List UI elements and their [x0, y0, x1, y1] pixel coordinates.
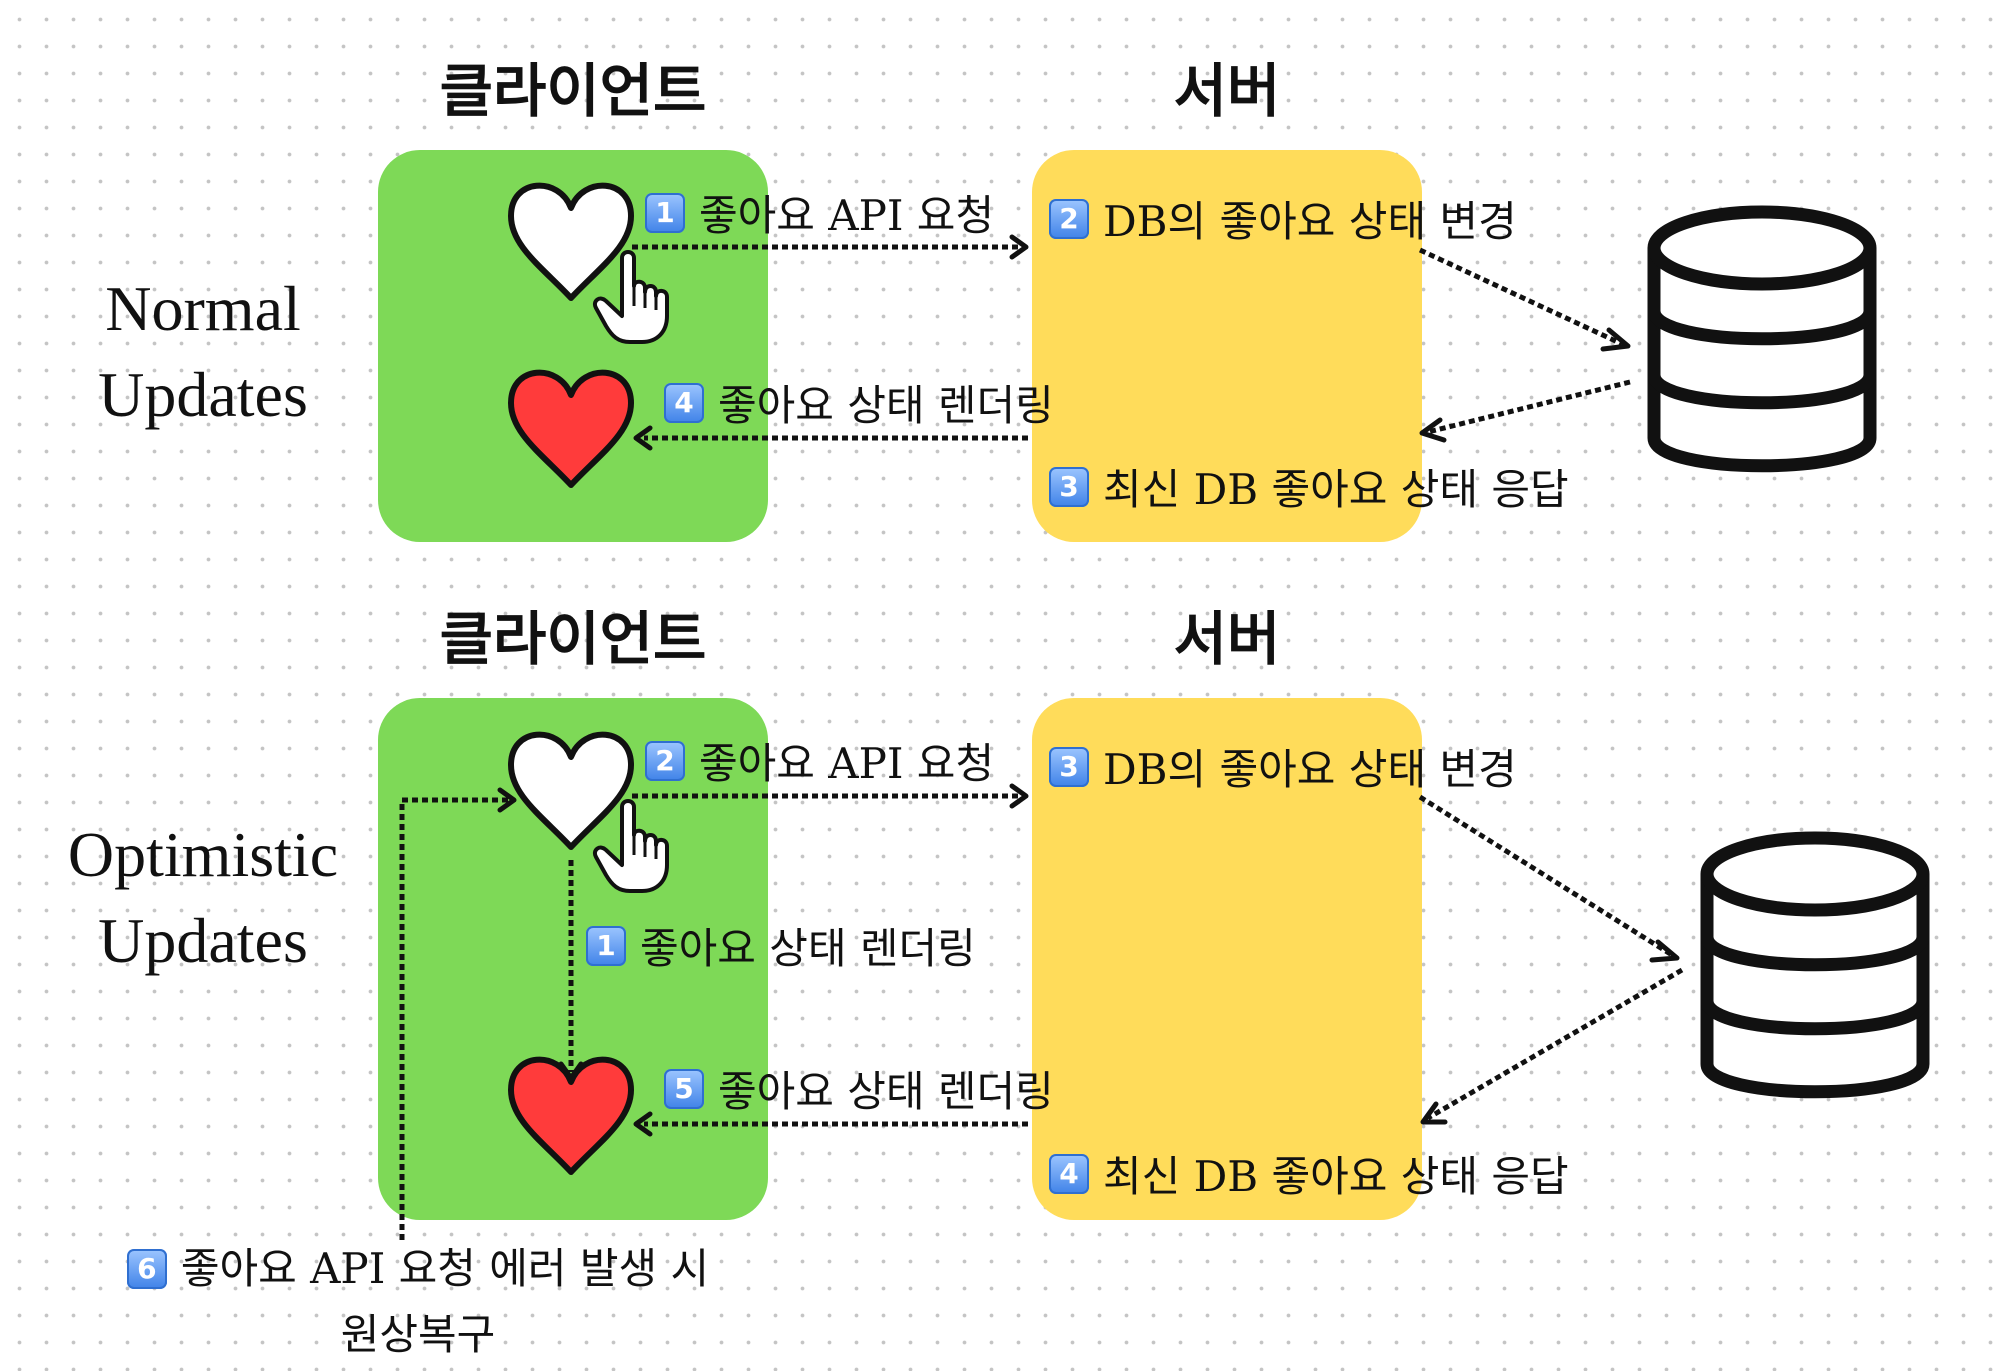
- client-column-title-2: 클라이언트: [439, 605, 707, 673]
- normal-arrowheads: [633, 234, 1631, 451]
- step-text: 좋아요 상태 렌더링: [640, 924, 976, 973]
- step-number-badge: 4: [664, 382, 704, 423]
- normal-title-line1: Normal: [105, 273, 301, 344]
- step-text: DB의 좋아요 상태 변경: [1103, 745, 1517, 794]
- normal-step-2: 2 DB의 좋아요 상태 변경: [1049, 188, 1517, 249]
- optimistic-arrows: [399, 793, 1684, 1240]
- step-number-badge: 2: [645, 740, 685, 781]
- heart-filled-icon: [511, 373, 631, 485]
- normal-updates-title: Normal Updates: [98, 266, 308, 438]
- heart-outline-icon: [511, 735, 631, 847]
- optimistic-step-2: 2 좋아요 API 요청: [645, 730, 994, 791]
- step-number-badge: 1: [586, 925, 626, 966]
- optimistic-step-1: 1 좋아요 상태 렌더링: [586, 915, 976, 976]
- server-column-title: 서버: [1173, 57, 1281, 125]
- step-number-badge: 5: [664, 1068, 704, 1109]
- heart-filled-icon: [511, 1060, 631, 1172]
- server-box-normal: [1032, 150, 1422, 542]
- step-text: 좋아요 API 요청: [699, 739, 995, 788]
- step-number-badge: 3: [1049, 746, 1089, 787]
- step-text: 좋아요 상태 렌더링: [718, 1067, 1054, 1116]
- step-text: 좋아요 API 요청: [699, 191, 995, 240]
- server-box-optimistic: [1032, 698, 1422, 1220]
- note-line-1: 좋아요 API 요청 에러 발생 시: [180, 1244, 710, 1293]
- step-number-badge: 3: [1049, 466, 1089, 507]
- step-number-badge: 1: [645, 192, 685, 233]
- normal-step-3: 3 최신 DB 좋아요 상태 응답: [1049, 456, 1569, 517]
- normal-step-1: 1 좋아요 API 요청: [645, 182, 994, 243]
- step-number-badge: 4: [1049, 1153, 1089, 1194]
- database-icon: [1654, 212, 1870, 466]
- optimistic-step-3: 3 DB의 좋아요 상태 변경: [1049, 736, 1517, 797]
- optimistic-updates-title: Optimistic Updates: [68, 812, 338, 984]
- optimistic-step-6-note: 6 좋아요 API 요청 에러 발생 시 원상복구: [98, 1236, 738, 1368]
- optimistic-step-5: 5 좋아요 상태 렌더링: [664, 1058, 1054, 1119]
- step-text: 좋아요 상태 렌더링: [718, 381, 1054, 430]
- step-text: 최신 DB 좋아요 상태 응답: [1103, 1152, 1569, 1201]
- server-column-title-2: 서버: [1173, 605, 1281, 673]
- database-icon: [1707, 838, 1923, 1092]
- optimistic-title-line1: Optimistic: [67, 819, 339, 890]
- client-column-title: 클라이언트: [439, 57, 707, 125]
- step-number-badge: 6: [126, 1249, 167, 1289]
- note-line-2: 원상복구: [340, 1310, 496, 1359]
- normal-arrows: [632, 244, 1631, 441]
- normal-title-line2: Updates: [98, 359, 308, 430]
- step-number-badge: 2: [1049, 198, 1089, 239]
- normal-step-4: 4 좋아요 상태 렌더링: [664, 372, 1054, 433]
- step-text: DB의 좋아요 상태 변경: [1103, 197, 1517, 246]
- optimistic-step-4: 4 최신 DB 좋아요 상태 응답: [1049, 1143, 1569, 1204]
- heart-outline-icon: [511, 186, 631, 298]
- step-text: 최신 DB 좋아요 상태 응답: [1103, 465, 1569, 514]
- optimistic-title-line2: Updates: [98, 905, 308, 976]
